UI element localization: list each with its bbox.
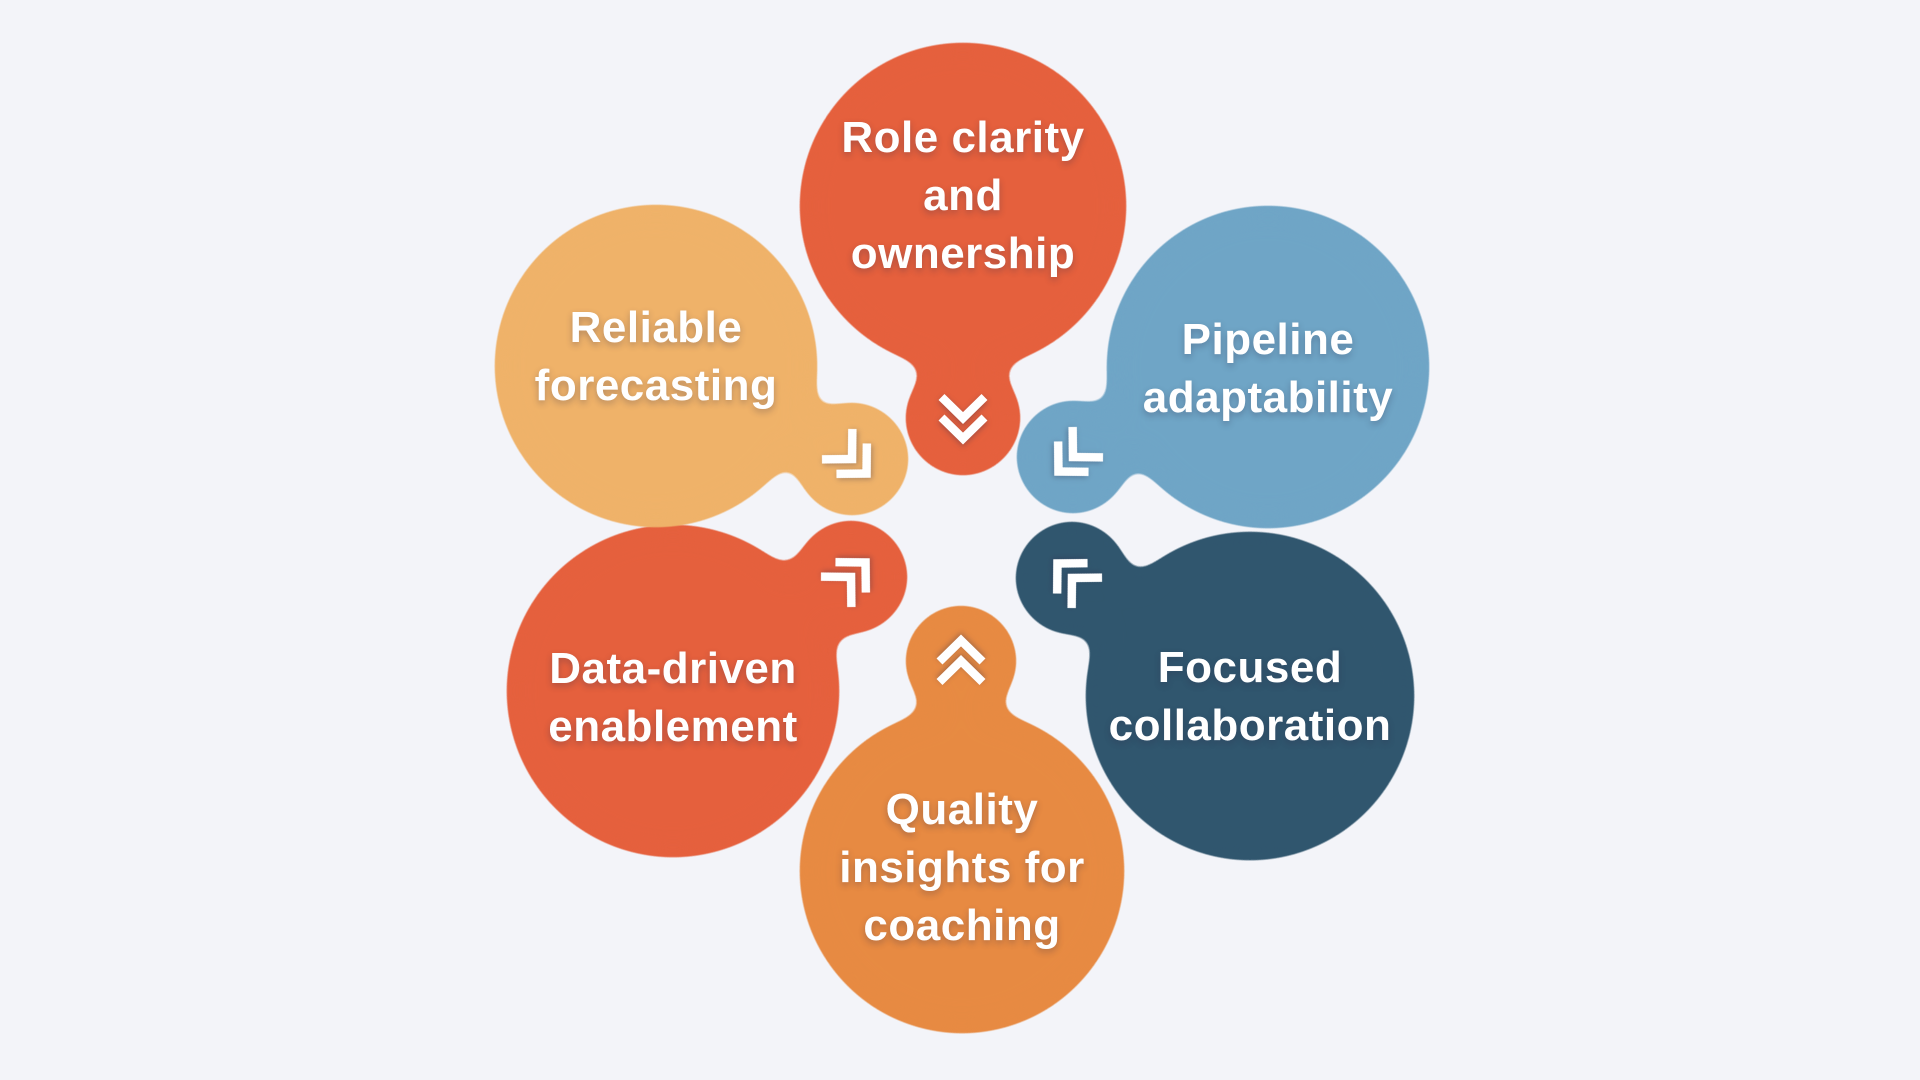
double-chevron-down-left-icon (1053, 426, 1104, 477)
bubble-label-reliable-forecasting: Reliable forecasting (534, 303, 778, 410)
chevron-stroke (836, 443, 872, 479)
bubble-main-circle (1086, 532, 1414, 860)
double-chevron-up-icon (936, 634, 986, 686)
chevron-stroke (835, 557, 871, 593)
bubble-main-circle (800, 709, 1124, 1033)
bubble-shape-data-driven-enablement (507, 520, 908, 857)
bubble-label-focused-collaboration: Focused collaboration (1108, 643, 1392, 750)
bubble-label-pipeline-adaptability: Pipeline adaptability (1142, 315, 1394, 422)
bubble-main-circle (495, 205, 817, 527)
bubble-label-role-clarity: Role clarity and ownership (841, 113, 1085, 278)
chevron-stroke (1067, 573, 1103, 609)
double-chevron-up-right-icon (820, 557, 871, 608)
chevron-stroke (1053, 441, 1089, 477)
chevron-stroke (936, 655, 986, 686)
chevron-stroke (1052, 558, 1088, 594)
bubble-main-circle (507, 525, 839, 857)
chevron-stroke (1068, 426, 1104, 462)
chevron-stroke (821, 428, 857, 464)
chevron-stroke (938, 393, 988, 424)
bubble-label-data-driven-enablement: Data-driven enablement (548, 644, 798, 751)
chevron-stroke (936, 634, 986, 665)
bubble-shape-reliable-forecasting (495, 205, 909, 527)
chevron-stroke (938, 414, 988, 445)
double-chevron-up-left-icon (1052, 558, 1103, 609)
chevron-stroke (820, 572, 856, 608)
double-chevron-down-right-icon (821, 428, 872, 479)
bubble-main-circle (800, 43, 1126, 369)
bubble-label-quality-insights: Quality insights for coaching (839, 785, 1085, 950)
bubble-main-circle (1107, 206, 1429, 528)
double-chevron-down-icon (938, 393, 988, 445)
